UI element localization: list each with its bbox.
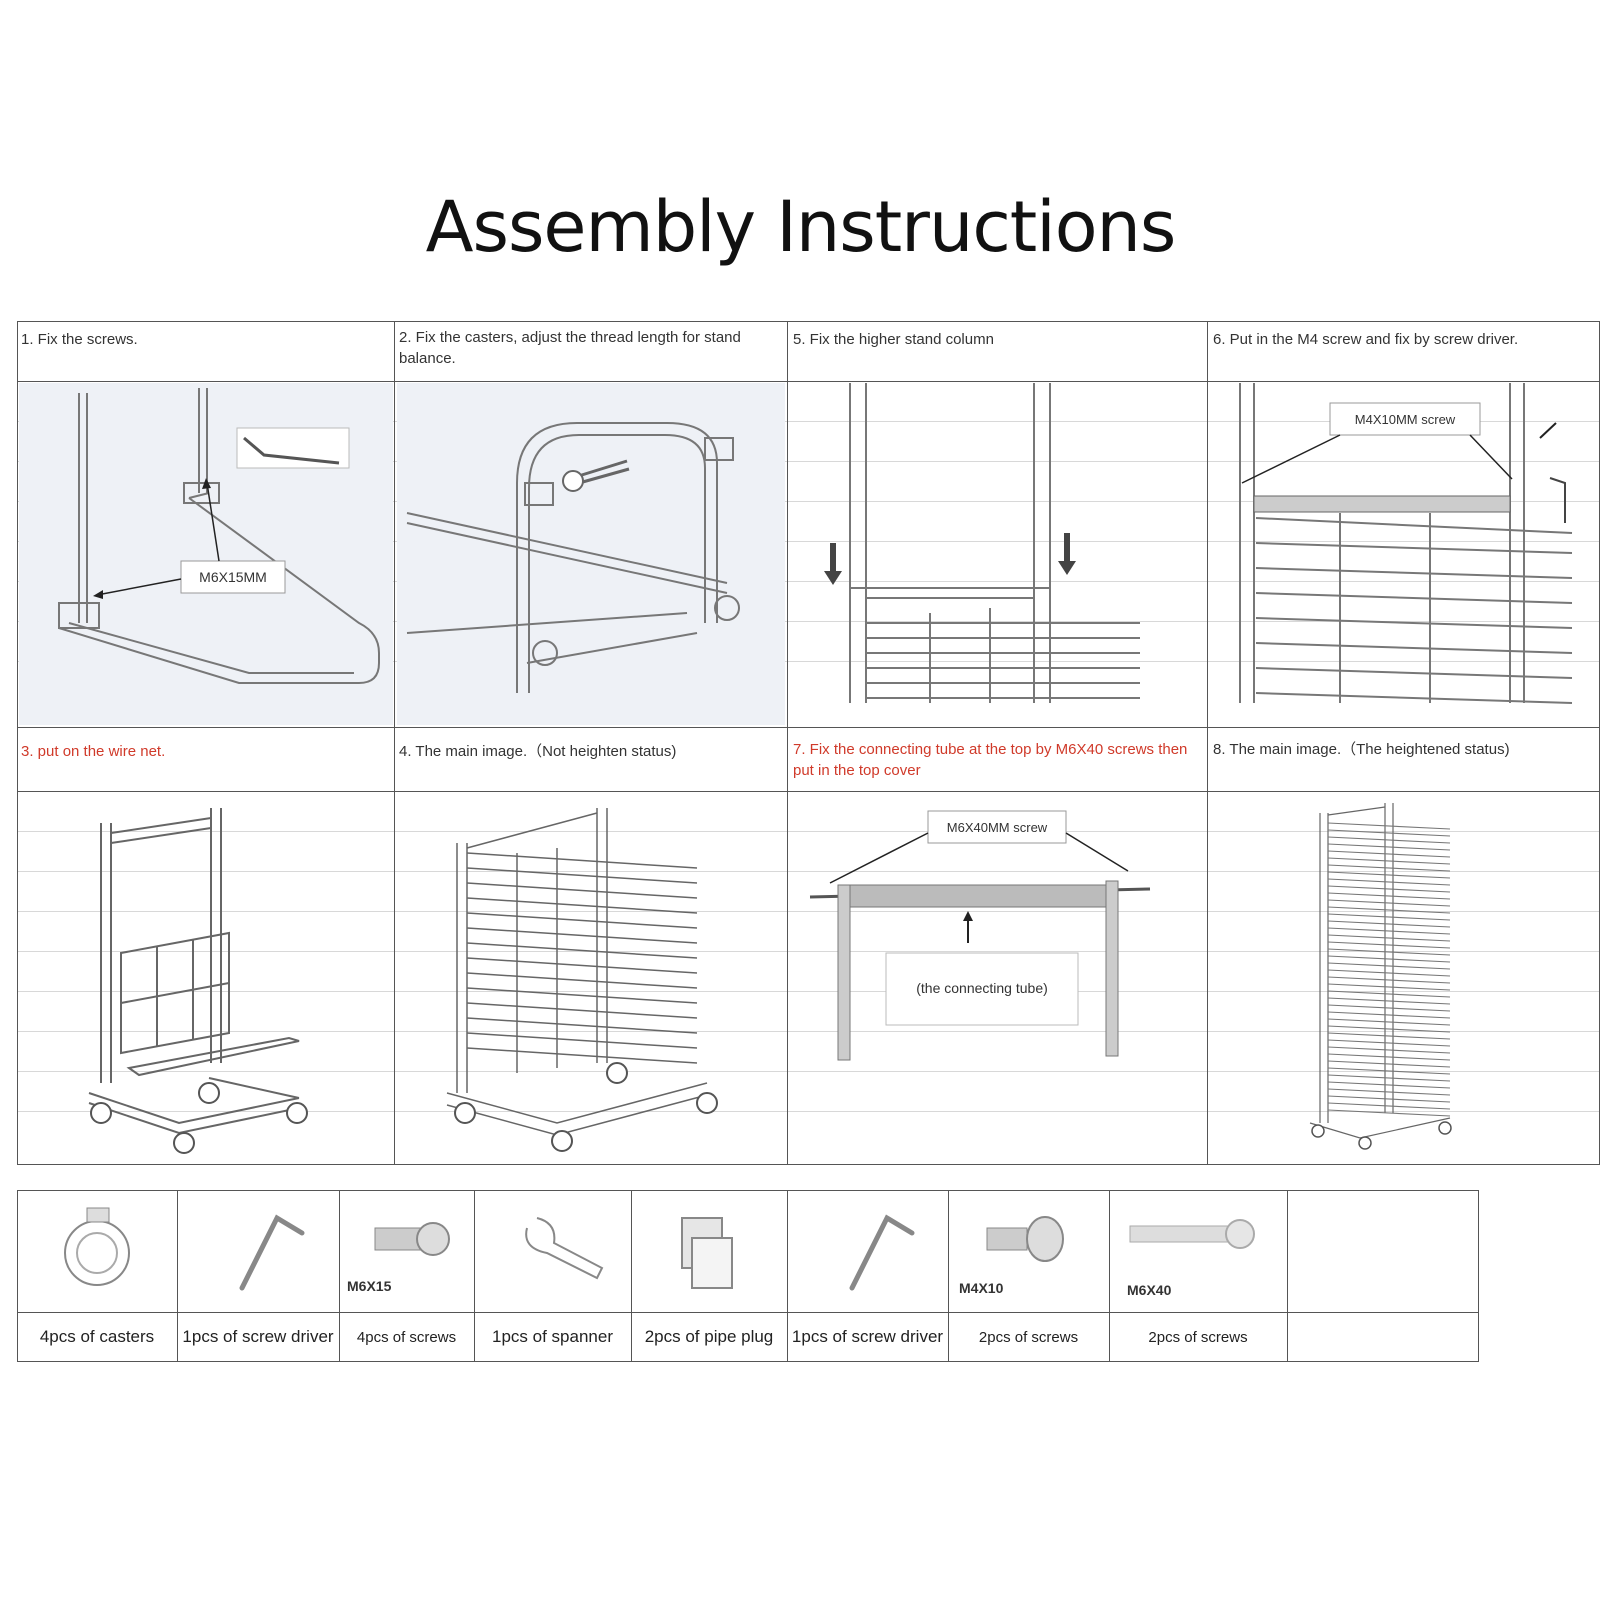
step-5-illustration xyxy=(824,383,1140,703)
caster-icon xyxy=(64,1207,130,1286)
parts-list: M6X15 M4X10 M6X40 4pcs of casters 1pcs o… xyxy=(17,1190,1479,1362)
long-screw-icon xyxy=(1129,1219,1255,1249)
step-4-illustration xyxy=(446,808,718,1152)
step-6-callout: M4X10MM screw xyxy=(1355,412,1456,427)
part-caption-m6x40-screws: 2pcs of screws xyxy=(1148,1328,1248,1346)
step-7-callout-screw: M6X40MM screw xyxy=(947,820,1048,835)
step-3-illustration xyxy=(88,808,308,1154)
step-3-label: 3. put on the wire net. xyxy=(21,743,166,760)
step-8-illustration xyxy=(1309,803,1452,1150)
step-1-callout: M6X15MM xyxy=(199,569,267,585)
step-7-illustration: M6X40MM screw (the connecting tube) xyxy=(809,810,1151,1061)
step-4-label: 4. The main image.（Not heighten status) xyxy=(399,743,677,760)
spanner-icon xyxy=(525,1217,604,1280)
page-title: Assembly Instructions xyxy=(425,186,1177,268)
step-2-label: 2. Fix the casters, adjust the thread le… xyxy=(399,329,741,367)
part-code-m6x40: M6X40 xyxy=(1127,1282,1172,1298)
step-6-illustration: M4X10MM screw xyxy=(1239,383,1573,704)
part-caption-screwdriver: 1pcs of screw driver xyxy=(182,1327,334,1346)
part-caption-pipe-plug: 2pcs of pipe plug xyxy=(644,1327,774,1346)
step-6-label: 6. Put in the M4 screw and fix by screw … xyxy=(1213,331,1519,348)
pipe-plug-icon xyxy=(681,1217,733,1289)
part-caption-casters: 4pcs of casters xyxy=(39,1327,155,1346)
step-1-illustration: M6X15MM xyxy=(19,383,393,725)
part-caption-spanner: 1pcs of spanner xyxy=(492,1327,613,1346)
instruction-grid: 1. Fix the screws. 2. Fix the casters, a… xyxy=(17,321,1600,1165)
part-caption-m4x10-screws: 2pcs of screws xyxy=(978,1328,1079,1346)
screw-icon xyxy=(986,1216,1064,1262)
step-1-label: 1. Fix the screws. xyxy=(21,331,138,348)
step-5-label: 5. Fix the higher stand column xyxy=(793,331,994,348)
step-7-label: 7. Fix the connecting tube at the top by… xyxy=(793,741,1188,779)
step-8-label: 8. The main image.（The heightened status… xyxy=(1213,741,1510,758)
step-2-illustration xyxy=(397,383,785,725)
part-caption-m6x15-screws: 4pcs of screws xyxy=(356,1328,457,1346)
part-code-m6x15: M6X15 xyxy=(347,1278,392,1294)
part-caption-screwdriver-2: 1pcs of screw driver xyxy=(791,1327,944,1346)
hex-key-icon xyxy=(239,1214,305,1291)
screw-icon xyxy=(374,1222,450,1256)
part-code-m4x10: M4X10 xyxy=(959,1280,1004,1296)
step-7-callout-tube: (the connecting tube) xyxy=(916,980,1048,996)
hex-key-icon xyxy=(849,1214,915,1291)
